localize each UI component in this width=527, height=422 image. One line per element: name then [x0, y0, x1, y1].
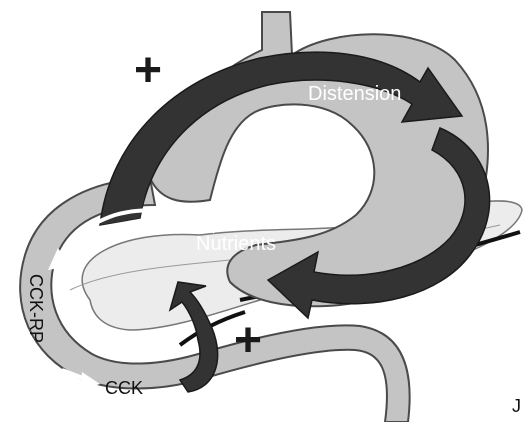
cck-rp-label: CCK-RP — [26, 274, 46, 343]
nutrients-label: Nutrients — [196, 233, 276, 255]
plus-sign-top: + — [134, 44, 162, 97]
edge-mark: J — [512, 396, 521, 416]
distension-label: Distension — [308, 83, 401, 105]
plus-sign-bottom: + — [234, 314, 262, 367]
cck-label: CCK — [105, 378, 143, 398]
